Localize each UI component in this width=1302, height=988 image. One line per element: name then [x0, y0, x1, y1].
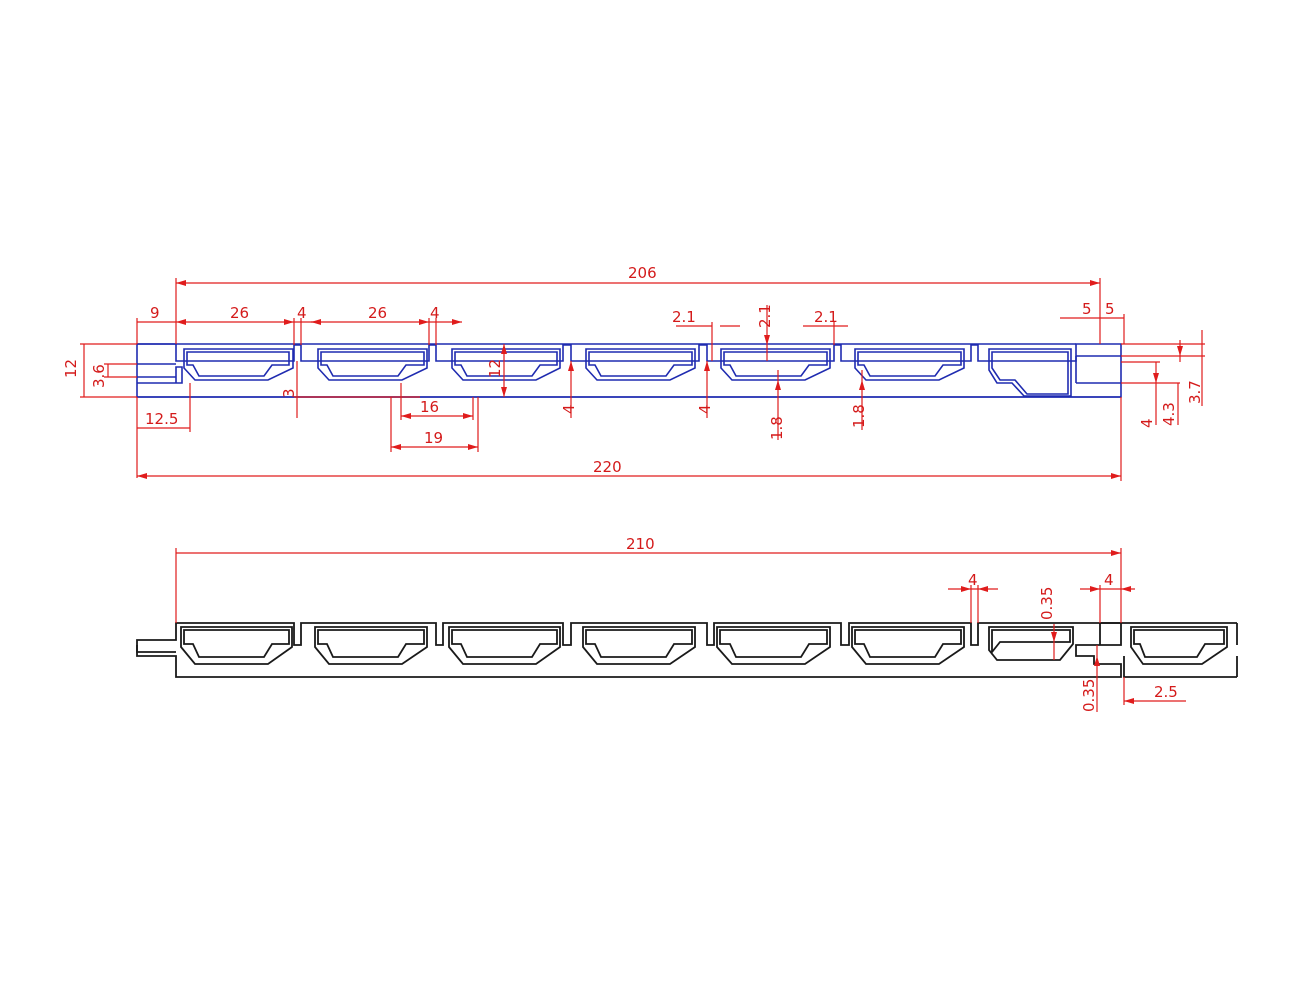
dim-3-6: 3.6 [90, 364, 108, 388]
bottom-profile-outline [136, 622, 1122, 678]
bottom-dimensions: 210 4 4 0.35 0.35 2.5 [175, 535, 1186, 712]
dim-1-8-second: 1.8 [850, 404, 868, 428]
dim-0-35-first: 0.35 [1038, 587, 1056, 620]
top-profile-outline [136, 343, 1122, 398]
dim-220: 220 [593, 458, 622, 476]
dim-26-second: 26 [368, 304, 387, 322]
dim-0-35-second: 0.35 [1080, 679, 1098, 712]
dim-4-right: 4 [1138, 418, 1156, 428]
dim-1-8-first: 1.8 [768, 416, 786, 440]
dim-2-5: 2.5 [1154, 683, 1178, 701]
dim-4-mid-second: 4 [696, 404, 714, 414]
dim-12-mid: 12 [486, 359, 504, 378]
dim-19: 19 [424, 429, 443, 447]
dim-3: 3 [280, 388, 298, 398]
dim-4-second: 4 [430, 304, 440, 322]
dim-16: 16 [420, 398, 439, 416]
dim-5-second: 5 [1105, 300, 1115, 318]
dim-12-5: 12.5 [145, 410, 178, 428]
dim-4-bottom-first: 4 [968, 571, 978, 589]
dim-4-first: 4 [297, 304, 307, 322]
dim-3-7: 3.7 [1186, 380, 1204, 404]
top-chambers [183, 348, 1072, 397]
dim-2-1-third: 2.1 [814, 308, 838, 326]
dim-12-left: 12 [62, 359, 80, 378]
dim-210: 210 [626, 535, 655, 553]
bottom-profile [136, 622, 1238, 678]
bottom-profile-inner-tongue [136, 645, 176, 653]
bottom-chambers [180, 626, 1074, 665]
top-tongue-left [137, 363, 176, 378]
dim-4-mid-first: 4 [560, 404, 578, 414]
top-groove-right [1075, 355, 1121, 384]
dim-4-3: 4.3 [1160, 402, 1178, 426]
dim-5-first: 5 [1082, 300, 1092, 318]
dim-4-bottom-second: 4 [1104, 571, 1114, 589]
dim-2-1-first: 2.1 [672, 308, 696, 326]
dim-2-1-second: 2.1 [756, 304, 774, 328]
dim-9: 9 [150, 304, 160, 322]
dim-206: 206 [628, 264, 657, 282]
dim-26-first: 26 [230, 304, 249, 322]
top-dimensions: 206 9 26 4 26 4 2.1 2.1 [62, 264, 1205, 481]
